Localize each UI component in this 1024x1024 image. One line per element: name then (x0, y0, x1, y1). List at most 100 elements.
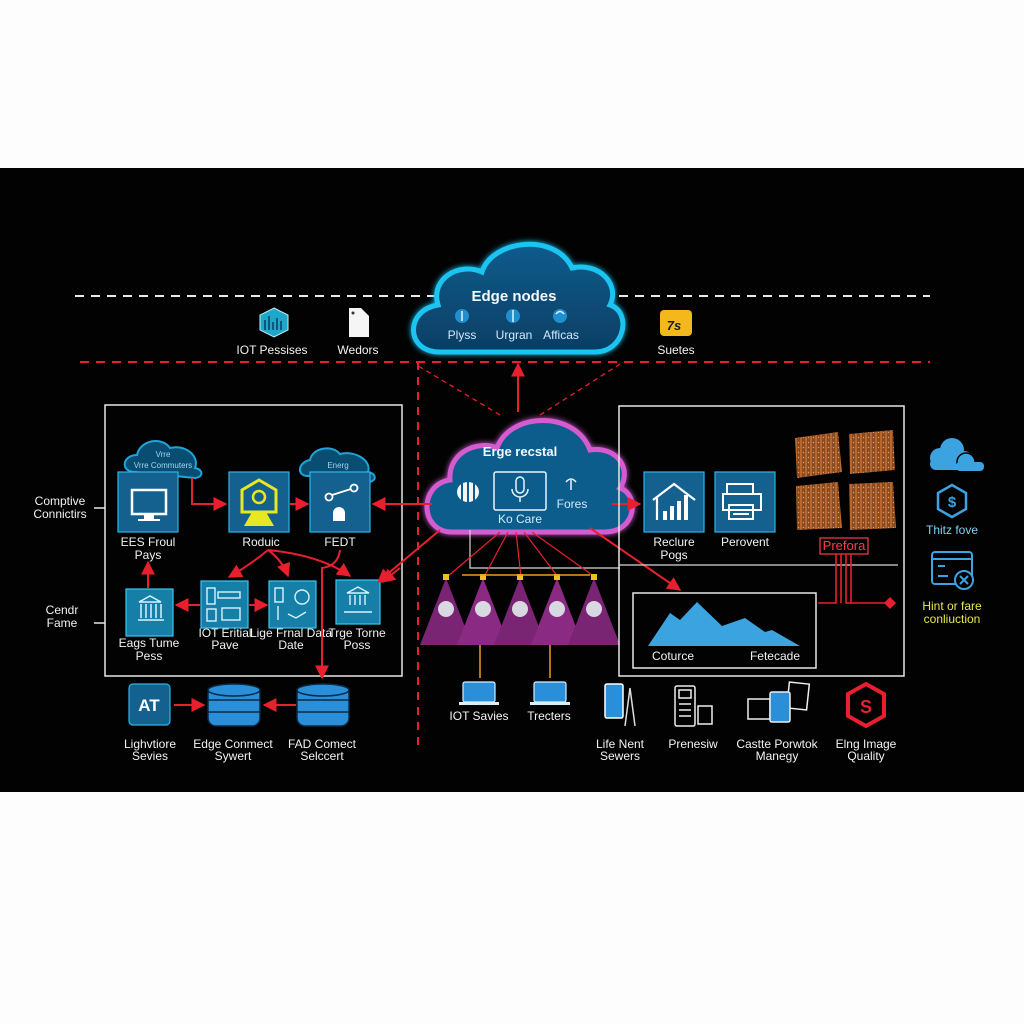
side-label-line2: Fame (47, 616, 78, 630)
signal-icon (553, 309, 567, 323)
device-label: Trecters (527, 709, 571, 723)
phone-icon[interactable] (604, 683, 636, 727)
link-lock-icon (324, 483, 359, 521)
device-label-line2: Manegy (756, 749, 799, 763)
tile-label: Perovent (721, 535, 770, 549)
tile-eags-tume[interactable] (125, 588, 174, 637)
gear-house-icon (240, 478, 278, 526)
prefora-box (819, 537, 869, 555)
device-label: Elng Image (836, 737, 897, 751)
mini-cloud-label: Energ (327, 461, 348, 470)
tile-trge-torne[interactable] (335, 579, 381, 625)
tile-label-line2: Pays (135, 548, 162, 562)
prefora-label: Prefora (823, 538, 866, 553)
tablet-stack-icon[interactable] (747, 681, 811, 723)
window-settings-icon[interactable] (931, 551, 974, 590)
node-link (483, 531, 509, 578)
crate-icon (849, 430, 895, 474)
tile-perovent[interactable] (714, 471, 776, 533)
tile-label: Trge Torne (328, 626, 386, 640)
laptop-icon[interactable] (459, 681, 499, 705)
storage-label: Lighvtiore (124, 737, 176, 751)
center-item-label: Ko Care (498, 512, 542, 526)
tile-reclure-pogs[interactable] (643, 471, 705, 533)
left-panel-frame (104, 404, 403, 677)
bracket-line (469, 530, 620, 569)
device-label-line2: Quality (847, 749, 884, 763)
edge-node-cap (517, 574, 523, 580)
bank-icon (138, 595, 164, 621)
tools-icon (274, 587, 310, 620)
edge-node-group (420, 531, 620, 645)
tile-label-line2: Poss (344, 638, 371, 652)
database-icon[interactable] (296, 683, 350, 727)
node-link (523, 531, 559, 578)
tile-roduic[interactable] (228, 471, 290, 533)
edge-nodes-cloud[interactable] (411, 241, 626, 355)
laptop-icon[interactable] (530, 681, 570, 705)
edge-node-label: Afficas (543, 328, 579, 342)
area-chart-shape (648, 602, 800, 646)
edge-node-cap (554, 574, 560, 580)
mini-cloud (123, 439, 203, 480)
edge-recstal-title: Erge recstal (483, 444, 557, 459)
side-label-line2: Connictirs (33, 507, 86, 521)
connector (376, 529, 441, 583)
storage-label-line2: Sywert (215, 749, 252, 763)
wedors-label: Wedors (337, 343, 378, 357)
suetes-label: Suetes (657, 343, 694, 357)
storage-label-line2: Sevies (132, 749, 168, 763)
connector (845, 554, 890, 604)
at-badge-icon[interactable]: AT (128, 683, 171, 726)
connector (267, 549, 291, 578)
cloud-icon (930, 438, 984, 472)
svg-text:$: $ (948, 494, 957, 511)
crate-icon (849, 482, 896, 530)
printer-icon (722, 483, 762, 520)
probe-icon (506, 309, 520, 323)
tile-label: Lige Frnal Data (250, 626, 332, 640)
tile-lige-frnal[interactable] (268, 580, 317, 629)
crate-icon (796, 482, 842, 530)
chart-right-label: Fetecade (750, 649, 800, 663)
dollar-hexagon-icon[interactable]: $ (936, 483, 968, 519)
calculator-icon[interactable] (674, 685, 713, 727)
edge-node-dot (512, 601, 528, 617)
sidebar-label: Hint or fare (922, 599, 982, 613)
at-badge-text: AT (138, 696, 160, 715)
edge-node-cap (480, 574, 486, 580)
tile-label: IOT Eritial (198, 626, 251, 640)
crate-icon (795, 432, 842, 478)
tile-ees-froul[interactable] (117, 471, 179, 533)
connector (191, 478, 228, 511)
tile-iot-eritial[interactable] (200, 580, 249, 629)
connector (227, 549, 269, 578)
tile-label: EES Froul (121, 535, 176, 549)
tag-icon-text: 7s (667, 318, 681, 333)
device-label-line2: Sewers (600, 749, 640, 763)
device-label: IOT Savies (449, 709, 508, 723)
edge-recstal-cloud[interactable] (424, 418, 635, 535)
sidebar-label: Thitz fove (926, 523, 978, 537)
chart-left-label: Coturce (652, 649, 694, 663)
edge-node-dot (438, 601, 454, 617)
tile-label-line2: Pave (211, 638, 239, 652)
tile-fedt[interactable] (309, 471, 371, 533)
svg-text:S: S (860, 697, 872, 717)
database-icon[interactable] (207, 683, 261, 727)
connector (267, 549, 352, 577)
connector (315, 549, 341, 680)
connector (818, 554, 837, 604)
house-chart-icon (652, 482, 696, 520)
sensor-icon (455, 309, 469, 323)
mini-cloud-label: Vrre Commuters (134, 461, 192, 470)
s-hexagon-icon[interactable]: S (846, 681, 886, 729)
edge-node-cap (591, 574, 597, 580)
tile-label-line2: Date (278, 638, 304, 652)
tile-label: FEDT (324, 535, 356, 549)
tile-label: Reclure (653, 535, 695, 549)
devices-icon (206, 587, 241, 622)
